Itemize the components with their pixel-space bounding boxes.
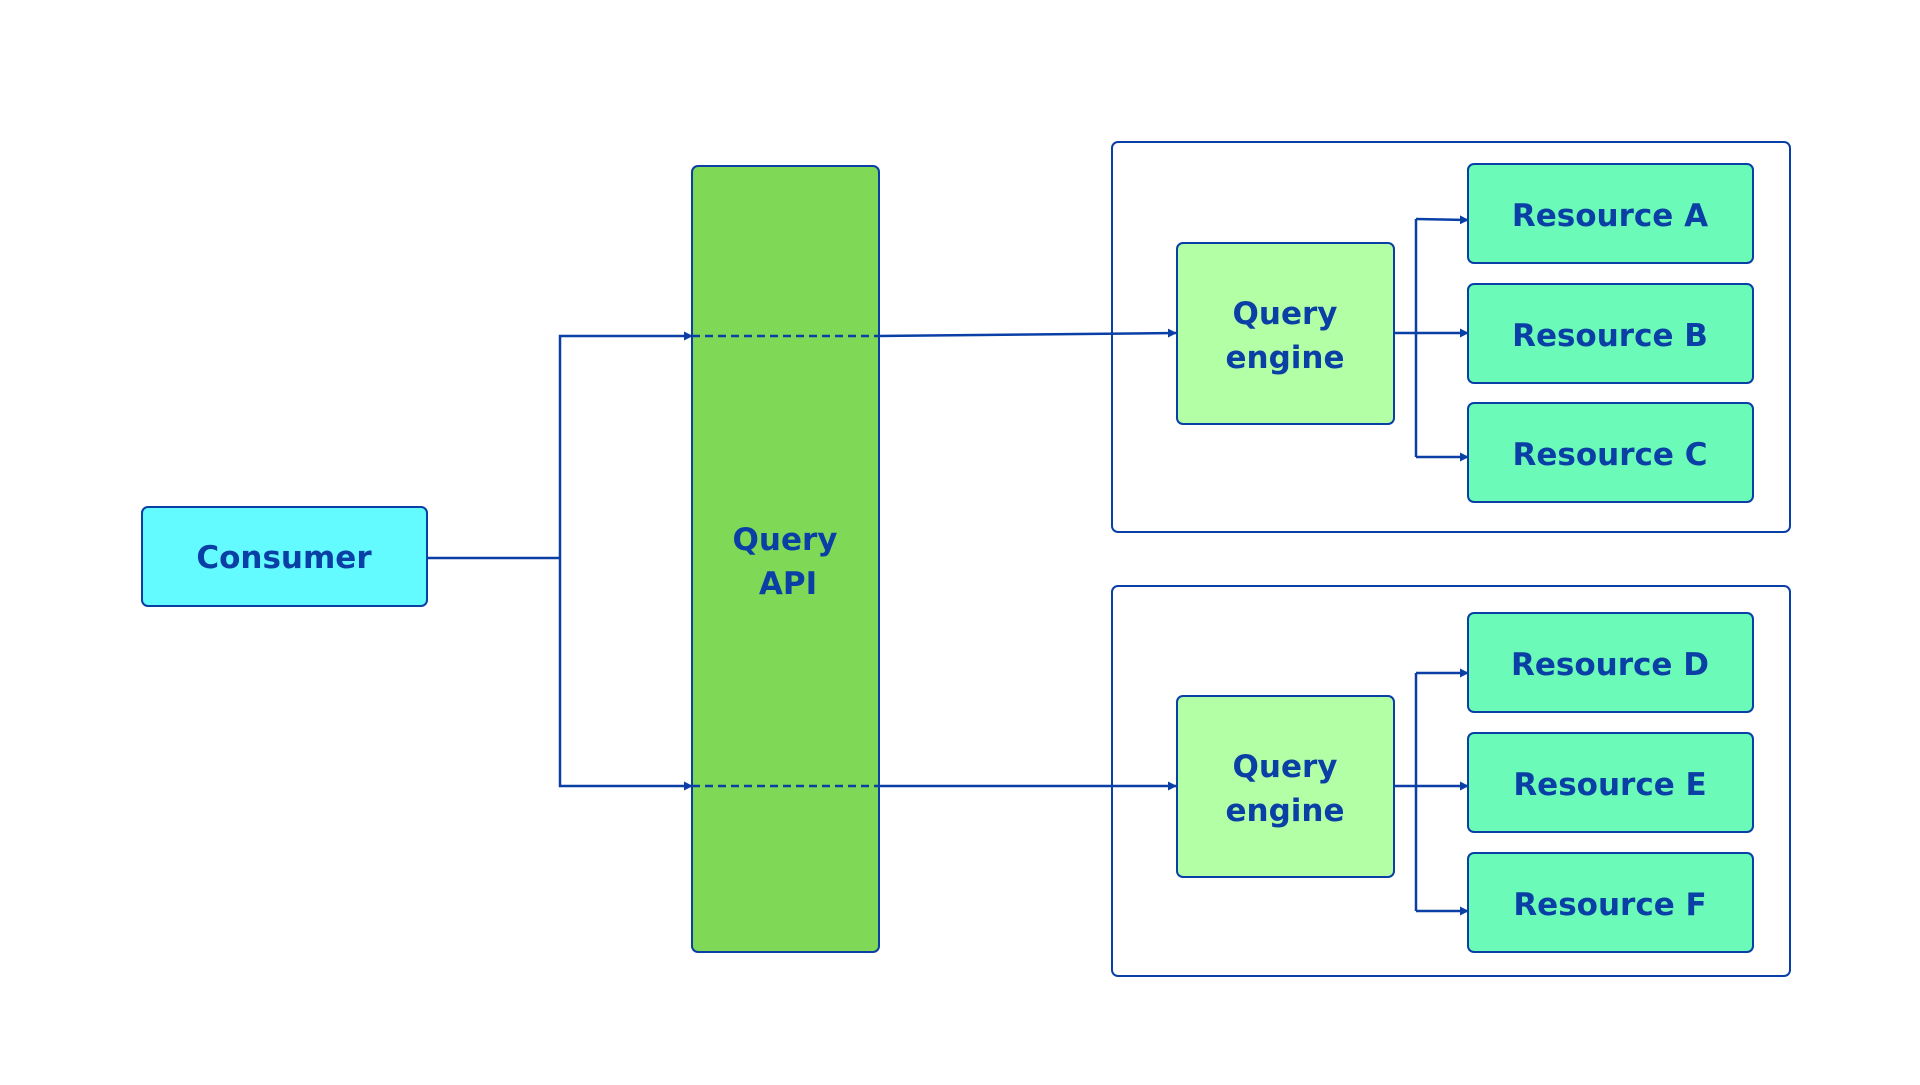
resource-c-label: Resource C xyxy=(1513,437,1708,473)
resource-a-label: Resource A xyxy=(1512,198,1708,234)
resource-d-box[interactable] xyxy=(1467,612,1754,713)
resource-b-label: Resource B xyxy=(1512,318,1708,354)
connectors xyxy=(427,215,1469,916)
consumer-box[interactable] xyxy=(141,506,428,607)
query-api-label-line1: Query xyxy=(733,522,838,558)
resource-f-label: Resource F xyxy=(1513,887,1706,923)
branch-top-line xyxy=(558,331,693,558)
resource-c-box[interactable] xyxy=(1467,402,1754,503)
resource-f-box[interactable] xyxy=(1467,852,1754,953)
resource-e-box[interactable] xyxy=(1467,732,1754,833)
resource-b-box[interactable] xyxy=(1467,283,1754,384)
query-api-box[interactable] xyxy=(691,165,880,953)
resource-a-box[interactable] xyxy=(1467,163,1754,264)
engine-1-to-resource-a xyxy=(1415,215,1469,225)
consumer-label: Consumer xyxy=(196,540,372,576)
query-engine-1-label-line1: Query xyxy=(1233,296,1338,332)
query-engine-2-box[interactable] xyxy=(1176,695,1395,878)
resource-d-label: Resource D xyxy=(1511,647,1709,683)
query-engine-1-box[interactable] xyxy=(1176,242,1395,425)
query-engine-2-label-line2: engine xyxy=(1225,793,1344,829)
branch-bottom-line xyxy=(558,558,693,791)
query-engine-2-label-line1: Query xyxy=(1233,749,1338,785)
resource-e-label: Resource E xyxy=(1513,767,1706,803)
query-engine-1-label-line2: engine xyxy=(1225,340,1344,376)
api-to-engine-1-line xyxy=(878,328,1177,338)
query-api-label-line2: API xyxy=(759,566,817,602)
